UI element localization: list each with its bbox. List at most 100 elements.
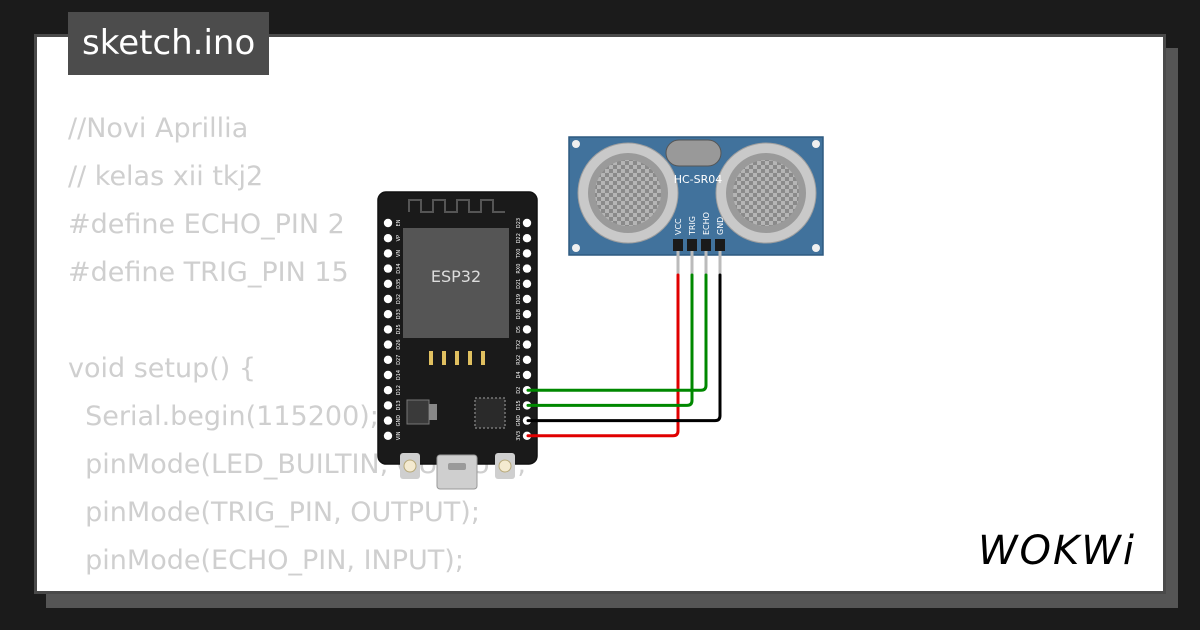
esp32-pin-label: D15 xyxy=(516,400,522,410)
esp32-chip-label: ESP32 xyxy=(431,267,481,286)
esp32-pin-label: VIN xyxy=(396,431,402,440)
regulator-tab xyxy=(429,404,437,420)
esp32-pin-label: D34 xyxy=(396,263,402,273)
sensor-pin-header xyxy=(715,239,725,251)
esp32-pin[interactable] xyxy=(522,355,532,364)
chip-pads xyxy=(429,351,485,365)
esp32-pin[interactable] xyxy=(522,234,532,243)
sensor-pin[interactable] xyxy=(704,251,708,275)
esp32-pin[interactable] xyxy=(522,340,532,349)
esp32-pin[interactable] xyxy=(383,234,393,243)
esp32-pin[interactable] xyxy=(383,370,393,380)
antenna-trace xyxy=(408,199,505,213)
esp32-pin-label: GND xyxy=(516,415,522,427)
esp32-pin-label: D14 xyxy=(396,370,402,380)
sensor-pin-label: GND xyxy=(716,217,725,235)
file-tab[interactable]: sketch.ino xyxy=(68,12,270,75)
esp32-pin-label: D23 xyxy=(516,218,522,228)
esp32-pin-label: D19 xyxy=(516,294,522,304)
esp32-pin[interactable] xyxy=(383,416,393,425)
gnd-wire[interactable] xyxy=(526,273,722,423)
code-line: Serial.begin(115200); xyxy=(68,401,379,432)
esp32-pin[interactable] xyxy=(383,325,393,334)
esp32-right-pins xyxy=(522,218,532,440)
esp32-pin-label: VP xyxy=(396,235,402,241)
trig-wire[interactable] xyxy=(526,273,694,407)
esp32-pin-label: D22 xyxy=(516,233,522,243)
simulation-canvas[interactable]: //Novi Aprillia// kelas xii tkj2#define … xyxy=(34,34,1166,594)
esp32-pin-label: D21 xyxy=(516,279,522,289)
esp32-left-labels: ENVPVND34D35D32D33D25D26D27D14D12D13GNDV… xyxy=(396,219,402,440)
wires[interactable] xyxy=(526,273,722,438)
code-line: #define TRIG_PIN 15 xyxy=(68,257,349,288)
chip-pad xyxy=(468,351,472,365)
esp32-pin[interactable] xyxy=(383,431,393,440)
esp32-pin[interactable] xyxy=(383,218,393,228)
chip-pad xyxy=(481,351,485,365)
circuit-diagram[interactable]: ESP32 ENVPVND34D35D32D33D25D26D27D14D12D… xyxy=(37,37,1163,591)
esp32-pin[interactable] xyxy=(522,279,532,288)
esp32-pin-label: D26 xyxy=(396,339,402,349)
esp32-pin[interactable] xyxy=(383,386,393,395)
esp32-left-pins xyxy=(383,218,393,440)
code-line: #define ECHO_PIN 2 xyxy=(68,209,345,240)
esp32-pin-label: D4 xyxy=(516,371,522,378)
esp32-pin-label: TX0 xyxy=(516,249,522,260)
voltage-regulator xyxy=(406,399,430,425)
code-preview: //Novi Aprillia// kelas xii tkj2#define … xyxy=(68,105,526,591)
esp32-pin[interactable] xyxy=(383,340,393,349)
esp32-pin[interactable] xyxy=(522,294,532,304)
transducer-left-mesh xyxy=(595,160,661,226)
esp32-pin[interactable] xyxy=(383,264,393,273)
esp32-pin-label: VN xyxy=(396,250,402,257)
chip-pad xyxy=(442,351,446,365)
esp32-pin-label: D32 xyxy=(396,294,402,304)
mount-hole xyxy=(572,140,580,148)
sensor-pins xyxy=(673,239,725,275)
esp32-pin[interactable] xyxy=(522,325,532,334)
code-line: pinMode(ECHO_PIN, INPUT); xyxy=(68,545,464,576)
sensor-pin[interactable] xyxy=(676,251,680,275)
wokwi-logo: WOKWi xyxy=(978,528,1134,574)
chip-pad xyxy=(429,351,433,365)
esp32-pin[interactable] xyxy=(383,279,393,288)
esp32-pin[interactable] xyxy=(522,370,532,380)
echo-wire[interactable] xyxy=(526,273,708,392)
esp32-pin[interactable] xyxy=(383,294,393,304)
sensor-pin-header xyxy=(701,239,711,251)
esp32-pin[interactable] xyxy=(522,264,532,273)
vcc-wire[interactable] xyxy=(526,273,680,438)
esp32-pin-label: GND xyxy=(396,415,402,427)
esp32-pin[interactable] xyxy=(383,249,393,258)
mount-hole xyxy=(812,244,820,252)
esp32-pin-label: D5 xyxy=(516,326,522,333)
esp32-pin[interactable] xyxy=(522,218,532,228)
crystal-oscillator xyxy=(665,139,722,167)
esp32-chip xyxy=(403,228,509,338)
chip-pad xyxy=(455,351,459,365)
sensor-pin[interactable] xyxy=(690,251,694,275)
esp32-right-labels: D23D22TX0RX0D21D19D18D5TX2RX2D4D2D15GND3… xyxy=(516,218,522,441)
esp32-pin[interactable] xyxy=(383,310,393,319)
esp32-pin-label: D27 xyxy=(396,355,402,365)
sensor-pin-label: TRIG xyxy=(688,216,697,236)
boot-button-cap xyxy=(498,459,512,473)
code-line: pinMode(TRIG_PIN, OUTPUT); xyxy=(68,497,480,528)
esp32-pin-label: D33 xyxy=(396,309,402,319)
mount-hole xyxy=(812,140,820,148)
sensor-pin[interactable] xyxy=(718,251,722,275)
esp32-board[interactable]: ESP32 ENVPVND34D35D32D33D25D26D27D14D12D… xyxy=(377,191,538,490)
esp32-pin[interactable] xyxy=(522,249,532,258)
usb-uart-chip xyxy=(474,397,506,429)
usb-port-opening xyxy=(448,463,466,470)
esp32-pin-label: RX2 xyxy=(516,355,522,365)
esp32-pin-label: D12 xyxy=(396,385,402,395)
sensor-pin-header xyxy=(687,239,697,251)
esp32-pin[interactable] xyxy=(383,355,393,364)
esp32-pin[interactable] xyxy=(522,310,532,319)
esp32-pin-label: D13 xyxy=(396,400,402,410)
esp32-pin[interactable] xyxy=(383,401,393,410)
esp32-pin-label: D25 xyxy=(396,324,402,334)
